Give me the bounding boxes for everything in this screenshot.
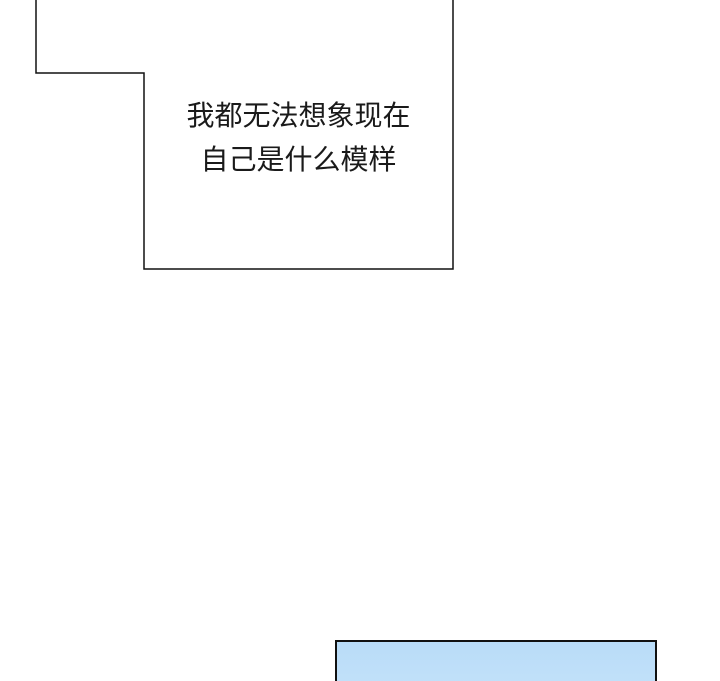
narration-box (35, 0, 454, 270)
narration-text: 我都无法想象现在 自己是什么模样 (144, 94, 453, 182)
sky-panel (335, 640, 657, 681)
narration-line-1: 我都无法想象现在 (186, 99, 411, 132)
narration-line-2: 自己是什么模样 (200, 143, 397, 176)
